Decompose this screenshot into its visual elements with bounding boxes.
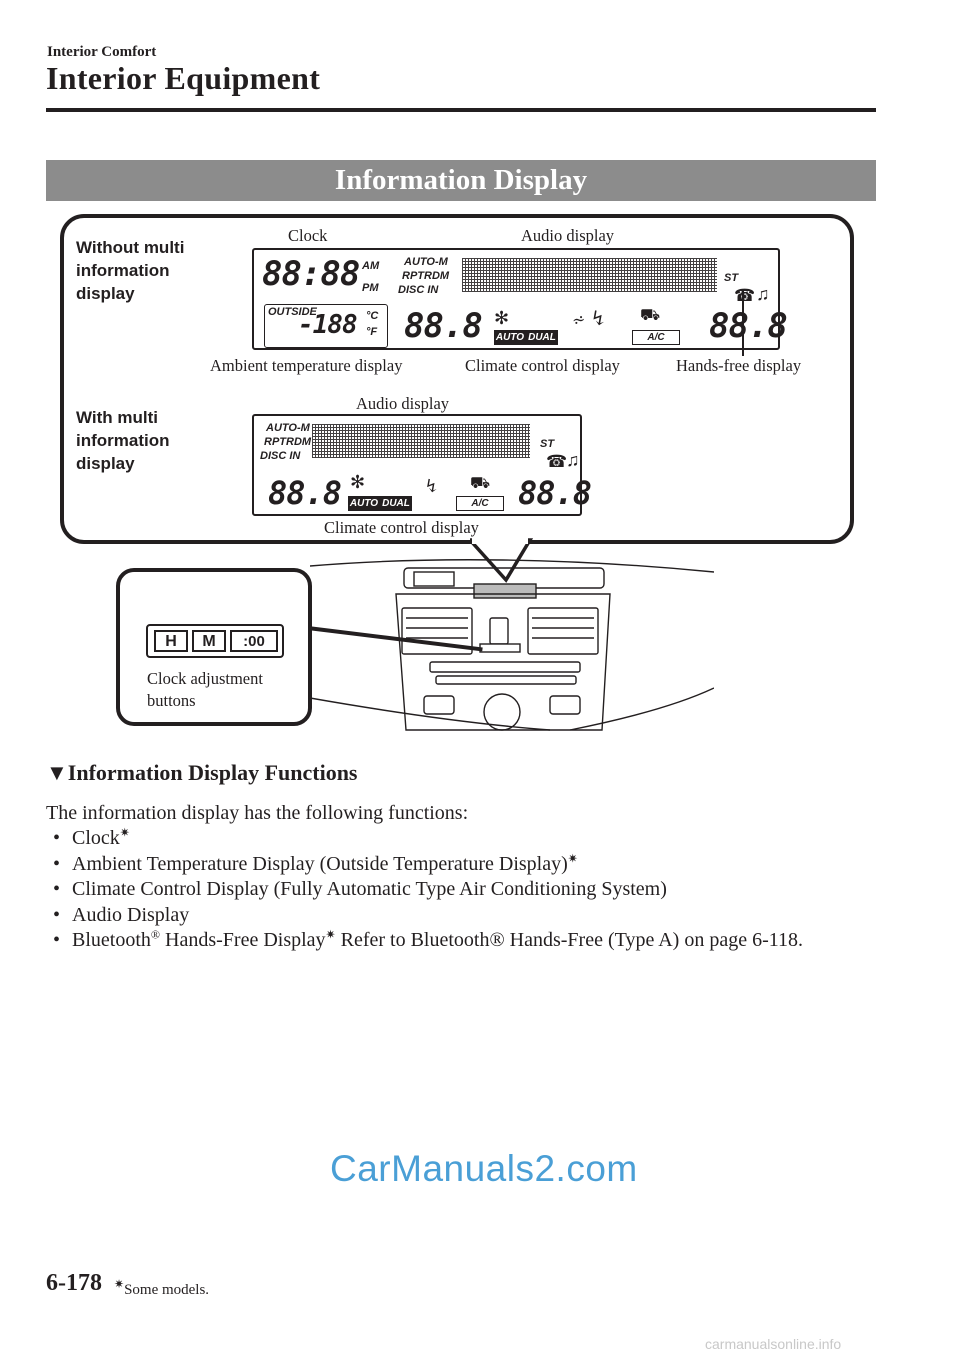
climate-control-callout-bottom: Climate control display — [324, 518, 479, 537]
list-item: •Audio Display — [46, 903, 866, 929]
clock-button-strip: H M :00 — [146, 624, 284, 658]
lcd-clock-digits: 88:88 — [262, 254, 360, 294]
bullet-icon: • — [53, 929, 61, 951]
with-multi-label: With multi information display — [76, 408, 170, 473]
lcd2-st: ST — [540, 438, 555, 450]
lcd-outside: OUTSIDE — [268, 306, 317, 318]
clock-adjust-callout: Clock adjustment buttons — [147, 669, 263, 710]
music-note-icon-2: ♫ — [566, 450, 580, 470]
ambient-temp-callout: Ambient temperature display — [210, 356, 403, 375]
list-item: •Clock✷ — [46, 826, 866, 852]
phone-icon-2: ☎ — [546, 452, 568, 471]
list-item: •Ambient Temperature Display (Outside Te… — [46, 852, 866, 878]
defrost-icon: ⩫ — [572, 312, 586, 329]
phone-icon: ☎ — [734, 286, 756, 305]
without-multi-label: Without multi information display — [76, 238, 185, 303]
page-number: 6-178 — [46, 1270, 102, 1296]
clock-callout: Clock — [288, 226, 328, 245]
lcd2-auto-m: AUTO-M — [266, 422, 310, 434]
info-display-banner: Information Display — [46, 160, 876, 201]
bullet-icon: • — [53, 852, 61, 875]
lcd2-auto: AUTO — [348, 496, 380, 511]
clock-adjust-box: H M :00 Clock adjustment buttons — [116, 568, 312, 726]
bullet-icon: • — [53, 903, 61, 926]
lcd2-ac: A/C — [456, 496, 504, 511]
lcd-ac: A/C — [632, 330, 680, 345]
lcd2-dual: DUAL — [380, 496, 412, 511]
hour-button[interactable]: H — [154, 630, 188, 652]
functions-heading: ▼Information Display Functions — [46, 760, 358, 785]
fan-icon: ✻ — [494, 308, 510, 328]
site-footer: carmanualsonline.info — [705, 1336, 842, 1352]
lcd-left-temp: 88.8 — [404, 306, 483, 346]
chapter-title: Interior Comfort — [47, 44, 157, 60]
footnote: ✷Some models. — [114, 1277, 210, 1298]
lcd-disc-in: DISC IN — [398, 284, 439, 296]
lcd-dual: DUAL — [526, 330, 558, 345]
audio-display-callout-top: Audio display — [521, 226, 615, 245]
airflow-icon: ↯ — [590, 308, 607, 330]
section-title: Interior Equipment — [46, 60, 321, 96]
lcd2-left-temp: 88.8 — [268, 474, 342, 512]
fan-icon-2: ✻ — [350, 472, 366, 492]
lcd-with-multi: AUTO-M RPTRDM DISC IN ST ☎ ♫ 88.8 ✻ AUTO… — [252, 414, 592, 516]
lcd-auto-m: AUTO-M — [404, 256, 448, 268]
bullet-icon: • — [53, 827, 61, 849]
watermark-logo: CarManuals2.com — [330, 1148, 638, 1189]
functions-intro: The information display has the followin… — [46, 802, 469, 824]
lcd-auto: AUTO — [494, 330, 526, 345]
list-item: •Climate Control Display (Fully Automati… — [46, 877, 866, 903]
lcd-right-temp: 88.8 — [709, 306, 788, 346]
audio-display-callout-bottom: Audio display — [356, 394, 450, 413]
airflow-icon-2: ↯ — [424, 476, 440, 496]
climate-control-callout-top: Climate control display — [465, 356, 620, 375]
zero-reset-button[interactable]: :00 — [230, 630, 278, 652]
dashboard-illustration — [310, 559, 714, 731]
ambient-temp-frame — [264, 304, 388, 348]
lcd2-right-temp: 88.8 — [518, 474, 592, 512]
header-rule — [46, 108, 876, 112]
triangle-down-icon: ▼ — [46, 760, 68, 785]
lcd-audio-dot-matrix — [462, 258, 717, 292]
lcd-celsius: °C — [366, 310, 379, 322]
lcd2-disc-in: DISC IN — [260, 450, 301, 462]
lcd-rptrdm: RPTRDM — [402, 270, 450, 282]
recirculation-car-icon: ⛟ — [640, 307, 661, 324]
lcd-am: AM — [362, 260, 380, 272]
hands-free-leader-line — [742, 290, 744, 356]
minute-button[interactable]: M — [192, 630, 226, 652]
lcd-st: ST — [724, 272, 739, 284]
functions-list: •Clock✷ •Ambient Temperature Display (Ou… — [46, 826, 866, 954]
bullet-icon: • — [53, 878, 61, 900]
hands-free-callout: Hands-free display — [676, 356, 802, 375]
lcd-pm: PM — [362, 282, 379, 294]
list-item: •Bluetooth® Hands-Free Display✷ Refer to… — [46, 928, 866, 954]
lcd-outside-temp: -188 — [298, 310, 358, 340]
lcd2-audio-dot-matrix — [312, 424, 530, 458]
recirculation-car-icon-2: ⛟ — [470, 475, 491, 492]
lcd2-rptrdm: RPTRDM — [264, 436, 312, 448]
music-note-icon: ♫ — [756, 284, 770, 304]
lcd-fahrenheit: °F — [366, 326, 378, 338]
lcd-without-multi: 88:88 AM PM AUTO-M RPTRDM DISC IN ST ☎ ♫… — [252, 248, 788, 350]
